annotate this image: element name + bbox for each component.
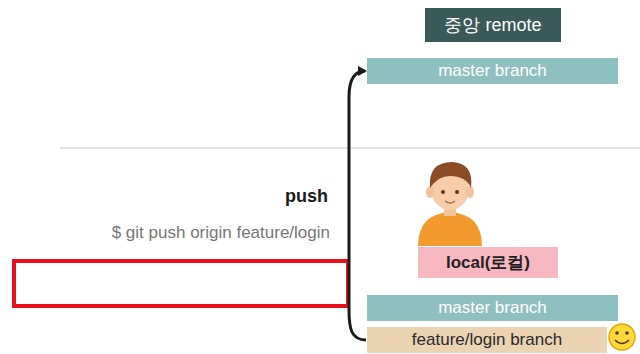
node-text: 중앙 remote [444, 13, 541, 37]
branch-band: master branch [367, 295, 618, 321]
smiley-icon [609, 324, 635, 350]
local-box: local(로컬) [418, 247, 558, 278]
branch-band: master branch [367, 58, 618, 84]
node-text: local(로컬) [446, 251, 530, 274]
node-text: feature/login branch [412, 330, 562, 350]
action-label: push [285, 186, 328, 207]
person-icon [418, 162, 482, 246]
command-text: $ git push origin feature/login [112, 223, 330, 243]
push-arrow [349, 71, 366, 340]
highlight-frame [14, 261, 348, 306]
remote-box: 중앙 remote [425, 8, 561, 42]
branch-band: feature/login branch [367, 327, 607, 353]
node-text: master branch [438, 298, 547, 318]
node-text: master branch [438, 61, 547, 81]
